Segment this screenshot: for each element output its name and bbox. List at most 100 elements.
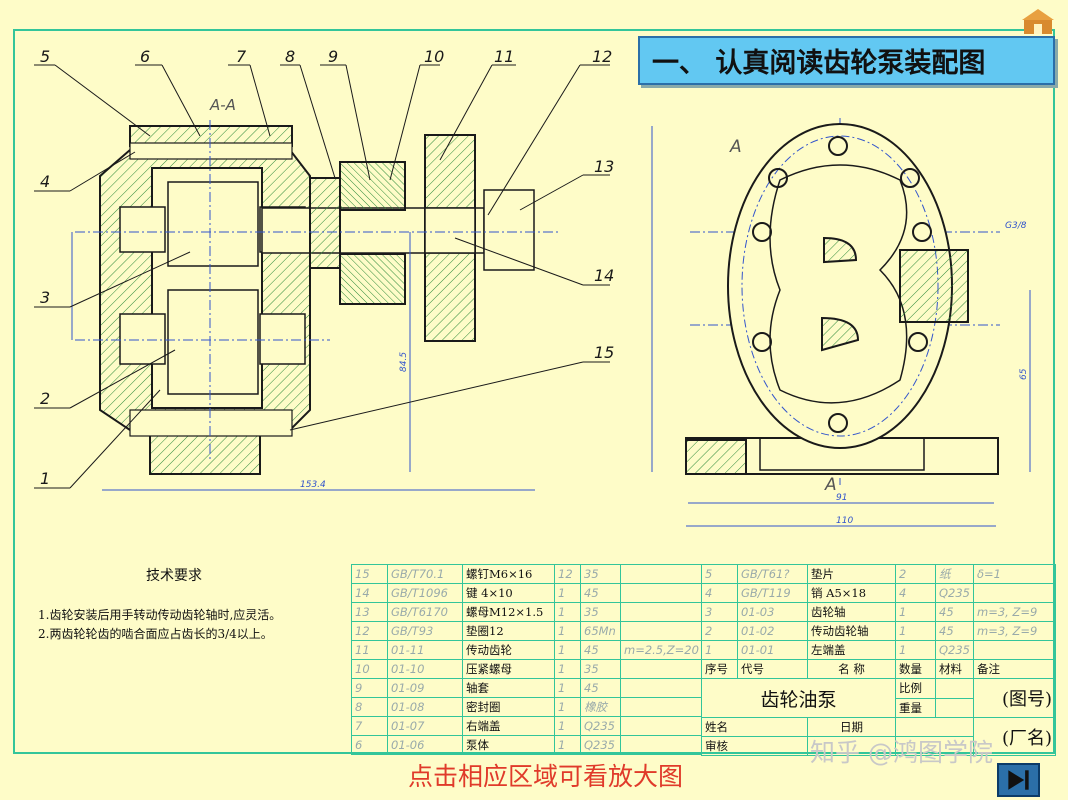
bom-cell-name: 泵体	[462, 735, 555, 755]
callout-12[interactable]: 12	[592, 47, 612, 66]
callout-4[interactable]: 4	[40, 172, 50, 191]
bom-cell-name: 销 A5×18	[807, 583, 896, 603]
bom-cell-qty: 1	[554, 602, 581, 622]
callout-9[interactable]: 9	[328, 47, 338, 66]
callout-leaders	[34, 64, 610, 489]
bom-cell-mat: Q235	[580, 716, 621, 736]
bom-cell-no: 1	[701, 640, 738, 660]
bom-cell-note: m=2.5,Z=20	[620, 640, 702, 660]
bom-cell-no: 10	[351, 659, 388, 679]
bom-cell-note	[620, 583, 702, 603]
checker-label: 审核	[701, 736, 808, 756]
bom-cell-code: GB/T6170	[387, 602, 463, 622]
bom-cell-mat: 45	[935, 602, 974, 622]
callout-5[interactable]: 5	[40, 47, 50, 66]
bom-cell-mat: 45	[935, 621, 974, 641]
callout-15[interactable]: 15	[594, 343, 614, 362]
bom-cell-code: GB/T119	[737, 583, 808, 603]
bom-cell-name: 螺母M12×1.5	[462, 602, 555, 622]
bom-cell-note	[973, 640, 1056, 660]
callout-1[interactable]: 1	[40, 469, 50, 488]
callout-11[interactable]: 11	[494, 47, 514, 66]
callout-14[interactable]: 14	[594, 266, 614, 285]
bom-cell-no: 4	[701, 583, 738, 603]
bom-cell-code: GB/T1096	[387, 583, 463, 603]
view-mark-bottom: A	[824, 475, 837, 495]
end-view[interactable]	[685, 123, 999, 475]
bom-cell-note	[620, 697, 702, 717]
callout-13[interactable]: 13	[594, 157, 614, 176]
bom-cell-code: 01-07	[387, 716, 463, 736]
dim-right-91: 91	[836, 493, 847, 503]
bom-cell-qty: 1	[554, 697, 581, 717]
bom-cell-code: 01-10	[387, 659, 463, 679]
bom-cell-name: 垫圈12	[462, 621, 555, 641]
bom-cell-note	[620, 602, 702, 622]
bom-cell-qty: 2	[895, 564, 936, 584]
bom-cell-no: 11	[351, 640, 388, 660]
callout-3[interactable]: 3	[40, 288, 50, 307]
bom-cell-note	[620, 564, 702, 584]
dim-right-65: 65	[1019, 368, 1029, 380]
bom-cell-qty: 12	[554, 564, 581, 584]
maker-label: 姓名	[701, 717, 808, 737]
bom-cell-qty: 1	[554, 583, 581, 603]
bom-cell-qty: 1	[554, 735, 581, 755]
section-view[interactable]	[99, 125, 535, 475]
bom-cell-mat: 35	[580, 659, 621, 679]
date-label: 日期	[807, 717, 896, 737]
bom-cell-name: 左端盖	[807, 640, 896, 660]
bom-cell-code: GB/T61?	[737, 564, 808, 584]
bom-cell-mat: 35	[580, 564, 621, 584]
bom-cell-qty: 1	[554, 640, 581, 660]
bom-cell-qty: 1	[554, 621, 581, 641]
bom-cell-mat: 45	[580, 678, 621, 698]
watermark: 知乎 @鸿图学院	[810, 738, 993, 767]
drawing-number: (图号)	[973, 678, 1056, 718]
bom-cell-no: 6	[351, 735, 388, 755]
dim-height-85: 84.5	[399, 352, 409, 372]
callout-8[interactable]: 8	[285, 47, 295, 66]
bom-cell-no: 14	[351, 583, 388, 603]
view-mark-top: A	[729, 137, 742, 157]
bom-cell-code: 01-01	[737, 640, 808, 660]
scale-label: 比例	[895, 678, 936, 699]
bom-cell-mat: 45	[580, 640, 621, 660]
bom-cell-note: m=3, Z=9	[973, 621, 1056, 641]
factory-name: (厂名)	[973, 717, 1056, 756]
bom-cell-no: 9	[351, 678, 388, 698]
bom-cell-code: 01-06	[387, 735, 463, 755]
bom-cell-mat: Q235	[580, 735, 621, 755]
bom-cell-name: 压紧螺母	[462, 659, 555, 679]
bom-cell-qty: 1	[895, 640, 936, 660]
callout-10[interactable]: 10	[424, 47, 444, 66]
dimension-lines	[71, 126, 1031, 527]
bom-cell-note	[620, 716, 702, 736]
bom-cell-mat: Q235	[935, 583, 974, 603]
bom-cell-mat: Q235	[935, 640, 974, 660]
bom-cell-name: 传动齿轮轴	[807, 621, 896, 641]
dim-overall-length: 153.4	[300, 480, 326, 490]
bom-cell-note: m=3, Z=9	[973, 602, 1056, 622]
callout-6[interactable]: 6	[140, 47, 150, 66]
click-hint-caption: 点击相应区域可看放大图	[408, 762, 684, 791]
next-page-button[interactable]	[997, 763, 1040, 797]
bom-cell-code: 01-03	[737, 602, 808, 622]
tech-requirement-1: 1.齿轮安装后用手转动传动齿轮轴时,应灵活。	[38, 608, 282, 622]
bom-header-name: 名 称	[807, 659, 896, 679]
page-title-box: 一、 认真阅读齿轮泵装配图	[638, 36, 1055, 85]
callout-7[interactable]: 7	[236, 47, 247, 66]
bom-cell-code: 01-09	[387, 678, 463, 698]
callout-2[interactable]: 2	[40, 389, 50, 408]
